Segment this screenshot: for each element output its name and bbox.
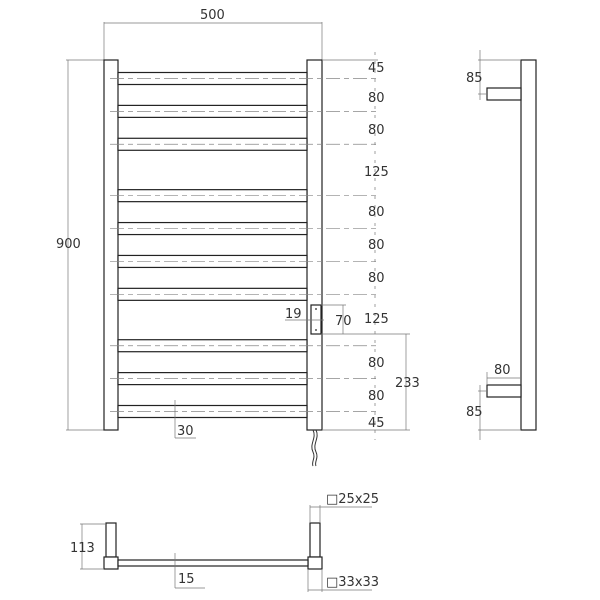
bracket-depth-label: 80	[494, 363, 511, 378]
spacing-label: 125	[364, 312, 389, 327]
spacing-label: 80	[368, 91, 385, 106]
spacing-label: 80	[368, 205, 385, 220]
height-label: 900	[56, 237, 81, 252]
spacing-labels: 45 80 80 125 80 80 80 125 80 80 45	[364, 61, 389, 431]
base-section-label: □33x33	[326, 575, 379, 590]
spacing-label: 80	[368, 389, 385, 404]
top-offset-label: 85	[466, 71, 483, 86]
spacing-label: 125	[364, 165, 389, 180]
right-base	[307, 556, 323, 570]
width-label: 500	[200, 8, 225, 23]
box-width-label: 19	[285, 307, 302, 322]
side-view: 85 80 85	[466, 50, 537, 440]
rail-label: 30	[177, 424, 194, 439]
spacing-label: 80	[368, 238, 385, 253]
rail-section-label: 15	[178, 572, 195, 587]
rails	[110, 71, 378, 419]
spacing-label: 45	[368, 416, 385, 431]
front-view: 500 900 45 80 80 125 80 80 80 125 80 80 …	[56, 8, 420, 467]
left-base	[103, 556, 119, 570]
depth-label: 113	[70, 541, 95, 556]
spacing-label: 80	[368, 123, 385, 138]
control-box	[310, 304, 322, 335]
post-section-label: □25x25	[326, 492, 379, 507]
spacing-label: 45	[368, 61, 385, 76]
right-post	[306, 59, 323, 431]
top-bracket	[486, 87, 522, 101]
bottom-offset-label: 85	[466, 405, 483, 420]
left-post	[103, 59, 119, 431]
right-wall-post	[309, 522, 321, 558]
top-view: 113 15 □25x25 □33x33	[70, 492, 379, 592]
side-post	[520, 59, 537, 431]
spacing-label: 80	[368, 356, 385, 371]
box-offset-label: 233	[395, 376, 420, 391]
top-rail	[117, 559, 309, 567]
power-cable	[311, 429, 318, 467]
left-wall-post	[105, 522, 117, 558]
spacing-label: 80	[368, 271, 385, 286]
bottom-bracket	[486, 384, 522, 398]
box-height-label: 70	[335, 314, 352, 329]
